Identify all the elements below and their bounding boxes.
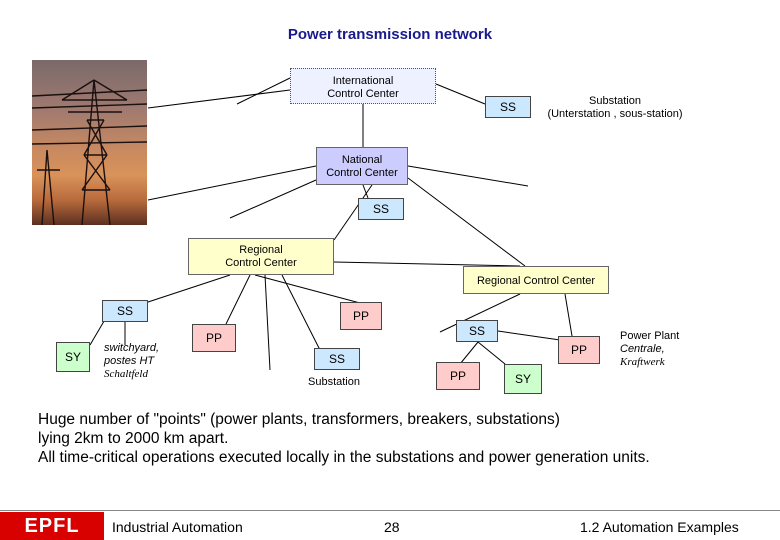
power-plant-label: Power Plant Centrale, Kraftwerk [620,330,679,369]
footer-divider [0,510,780,511]
substation-top-line2: (Unterstation , sous-station) [547,108,683,120]
substation-top-line1: Substation [589,95,641,107]
power-plant-line1: Power Plant [620,330,680,342]
course-title: Industrial Automation [112,519,243,535]
power-plant-line2: Centrale, [620,343,665,355]
substation-node-right: SS [456,320,498,342]
natl-cc-line2: Control Center [326,167,398,179]
power-plant-node-center: PP [436,362,480,390]
power-plant-node-left: PP [192,324,236,352]
description-line3: All time-critical operations executed lo… [38,449,650,466]
regional-control-center-right: Regional Control Center [463,266,609,294]
page-title: Power transmission network [287,26,493,43]
description-line2: lying 2km to 2000 km apart. [38,430,229,447]
power-plant-line3: Kraftwerk [620,356,665,368]
substation-top-label: Substation (Unterstation , sous-station) [540,95,690,121]
power-tower-photo [32,60,147,225]
national-control-center: National Control Center [316,147,408,185]
reg-cc-left-line1: Regional [239,244,283,256]
intl-cc-line2: Control Center [327,88,399,100]
epfl-logo: EPFL [0,512,104,540]
substation-bottom-label: Substation [308,376,360,388]
switchyard-node-right: SY [504,364,542,394]
power-plant-node-top: PP [340,302,382,330]
substation-node-national: SS [358,198,404,220]
section-title: 1.2 Automation Examples [580,519,739,535]
page-number: 28 [384,519,400,535]
power-plant-node-right: PP [558,336,600,364]
switchyard-line3: Schaltfeld [104,368,148,380]
description-text: Huge number of "points" (power plants, t… [38,410,768,467]
substation-node-left: SS [102,300,148,322]
switchyard-line1: switchyard, [104,342,160,354]
description-line1: Huge number of "points" (power plants, t… [38,411,560,428]
reg-cc-left-line2: Control Center [225,257,297,269]
natl-cc-line1: National [341,154,383,166]
regional-control-center-left: Regional Control Center [188,238,334,275]
switchyard-node-left: SY [56,342,90,372]
substation-node-top: SS [485,96,531,118]
switchyard-line2: postes HT [104,355,155,367]
intl-cc-line1: International [332,75,394,87]
switchyard-label: switchyard, postes HT Schaltfeld [104,342,159,381]
international-control-center: International Control Center [290,68,436,104]
substation-node-center: SS [314,348,360,370]
